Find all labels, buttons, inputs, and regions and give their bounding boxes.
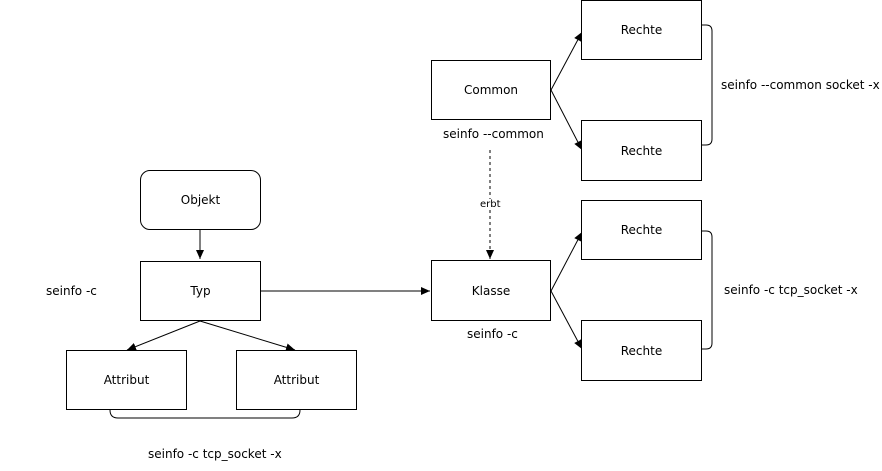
edge-common-rechte-2 (550, 89, 583, 151)
brace-attribute (109, 409, 301, 419)
klasse-command-label: seinfo -c (467, 327, 518, 341)
objekt-node: Objekt (140, 170, 261, 230)
typ-node: Typ (140, 261, 261, 321)
attribute-command-label: seinfo -c tcp_socket -x (148, 447, 282, 461)
rechte-node-1: Rechte (581, 0, 702, 60)
rechte-node-4: Rechte (581, 320, 702, 381)
attribut-right-node: Attribut (236, 350, 357, 410)
edge-common-rechte-1 (550, 31, 583, 91)
klasse-rights-command-label: seinfo -c tcp_socket -x (724, 283, 858, 297)
edge-klasse-rechte-3 (550, 231, 583, 292)
typ-command-label: seinfo -c (46, 284, 97, 298)
common-rights-command-label: seinfo --common socket -x (721, 78, 880, 92)
brace-common-rights (702, 24, 713, 146)
klasse-node: Klasse (431, 260, 551, 321)
edge-typ-attribut-left (126, 320, 201, 351)
inherits-label: erbt (478, 199, 503, 210)
edge-klasse-rechte-4 (550, 290, 583, 350)
common-command-label: seinfo --common (443, 127, 544, 141)
rechte-node-3: Rechte (581, 200, 702, 260)
rechte-node-2: Rechte (581, 120, 702, 181)
brace-klasse-rights (702, 230, 713, 350)
attribut-left-node: Attribut (66, 350, 187, 410)
common-node: Common (431, 60, 551, 120)
edge-typ-attribut-right (199, 320, 296, 352)
